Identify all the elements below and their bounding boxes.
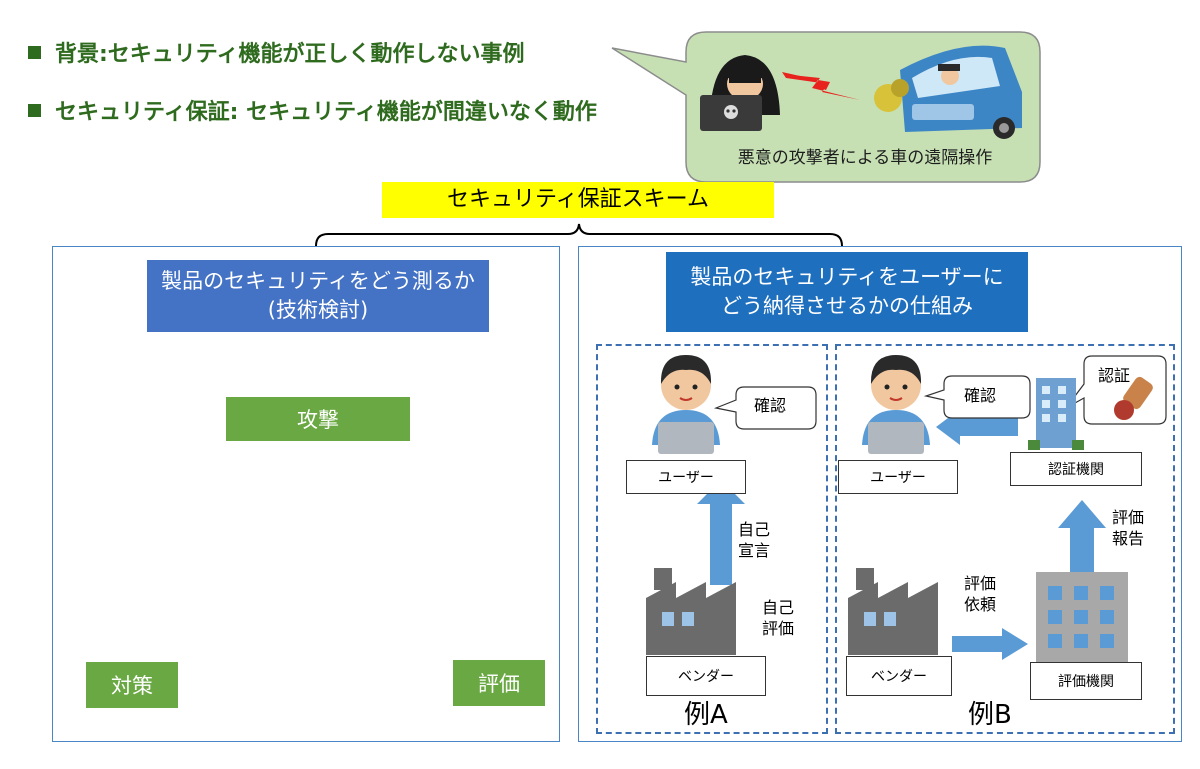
- car-icon: [874, 45, 1022, 139]
- left-header-line2: (技術検討): [267, 298, 369, 322]
- factory-icon: [646, 568, 736, 655]
- building-icon: [1036, 572, 1128, 662]
- right-header-line1: 製品のセキュリティをユーザーに: [690, 264, 1004, 289]
- arrow-eval-report: [1070, 526, 1094, 572]
- bullet-assurance: セキュリティ保証: セキュリティ機能が間違いなく動作: [28, 94, 597, 126]
- self-declare-line2: 宣言: [738, 540, 771, 560]
- eval-report-line1: 評価: [1112, 508, 1145, 527]
- bullet-text: 背景:セキュリティ機能が正しく動作しない事例: [55, 42, 525, 67]
- confirm-bubble-a: [713, 386, 817, 430]
- cert-org-box: 認証機関: [1010, 452, 1142, 486]
- example-a-frame: [596, 344, 828, 734]
- user-box-a: ユーザー: [626, 460, 746, 494]
- factory-icon: [848, 568, 938, 655]
- user-box-b: ユーザー: [838, 460, 958, 494]
- bullet-square-icon: [28, 45, 41, 59]
- scheme-title: セキュリティ保証スキーム: [382, 182, 774, 218]
- label-countermeasure: 対策: [86, 662, 178, 708]
- laptop-icon: [658, 422, 714, 454]
- confirm-bubble-a-text: 確認: [754, 396, 787, 415]
- arrow-eval-request: [952, 636, 1004, 652]
- confirm-bubble-b: [923, 375, 1031, 419]
- self-eval-text: 自己 評価: [762, 598, 794, 640]
- right-panel: [578, 246, 1182, 742]
- label-attack: 攻撃: [226, 397, 410, 441]
- arrow-confirm-b: [958, 418, 1018, 436]
- eval-request-line1: 評価: [964, 574, 997, 593]
- right-header-line2: どう納得させるかの仕組み: [720, 294, 973, 318]
- left-panel-header: 製品のセキュリティをどう測るか (技術検討): [147, 260, 489, 332]
- building-icon: [1028, 378, 1084, 450]
- eval-request-text: 評価 依頼: [964, 574, 996, 616]
- example-b-frame: [835, 344, 1175, 734]
- label-evaluation: 評価: [453, 660, 545, 706]
- vendor-box-b: ベンダー: [846, 656, 952, 696]
- confirm-bubble-b-text: 確認: [964, 386, 997, 405]
- cert-bubble: [1065, 355, 1167, 425]
- bullet-text: セキュリティ保証: セキュリティ機能が間違いなく動作: [55, 100, 597, 125]
- arrow-self-declare: [710, 502, 732, 585]
- eval-org-box: 評価機関: [1030, 662, 1142, 700]
- eval-report-line2: 報告: [1112, 528, 1145, 548]
- stamp-icon: [1114, 376, 1153, 420]
- left-header-line1: 製品のセキュリティをどう測るか: [161, 268, 475, 293]
- vendor-box-a: ベンダー: [646, 656, 766, 696]
- example-a-label: 例A: [684, 700, 728, 730]
- self-eval-line1: 自己: [762, 598, 795, 617]
- cert-bubble-text: 認証: [1098, 366, 1131, 385]
- eval-request-line2: 依頼: [964, 594, 997, 614]
- hacker-icon: [700, 55, 780, 131]
- self-declare-text: 自己 宣言: [738, 520, 770, 562]
- scheme-brace: [315, 223, 843, 247]
- bullet-square-icon: [28, 103, 41, 117]
- laptop-icon: [868, 422, 924, 454]
- self-declare-line1: 自己: [738, 520, 771, 539]
- callout-caption: 悪意の攻撃者による車の遠隔操作: [737, 148, 993, 168]
- bullet-background: 背景:セキュリティ機能が正しく動作しない事例: [28, 36, 524, 68]
- right-panel-header: 製品のセキュリティをユーザーに どう納得させるかの仕組み: [666, 252, 1028, 332]
- example-b-label: 例B: [968, 700, 1012, 730]
- eval-report-text: 評価 報告: [1112, 508, 1144, 550]
- self-eval-line2: 評価: [762, 618, 795, 638]
